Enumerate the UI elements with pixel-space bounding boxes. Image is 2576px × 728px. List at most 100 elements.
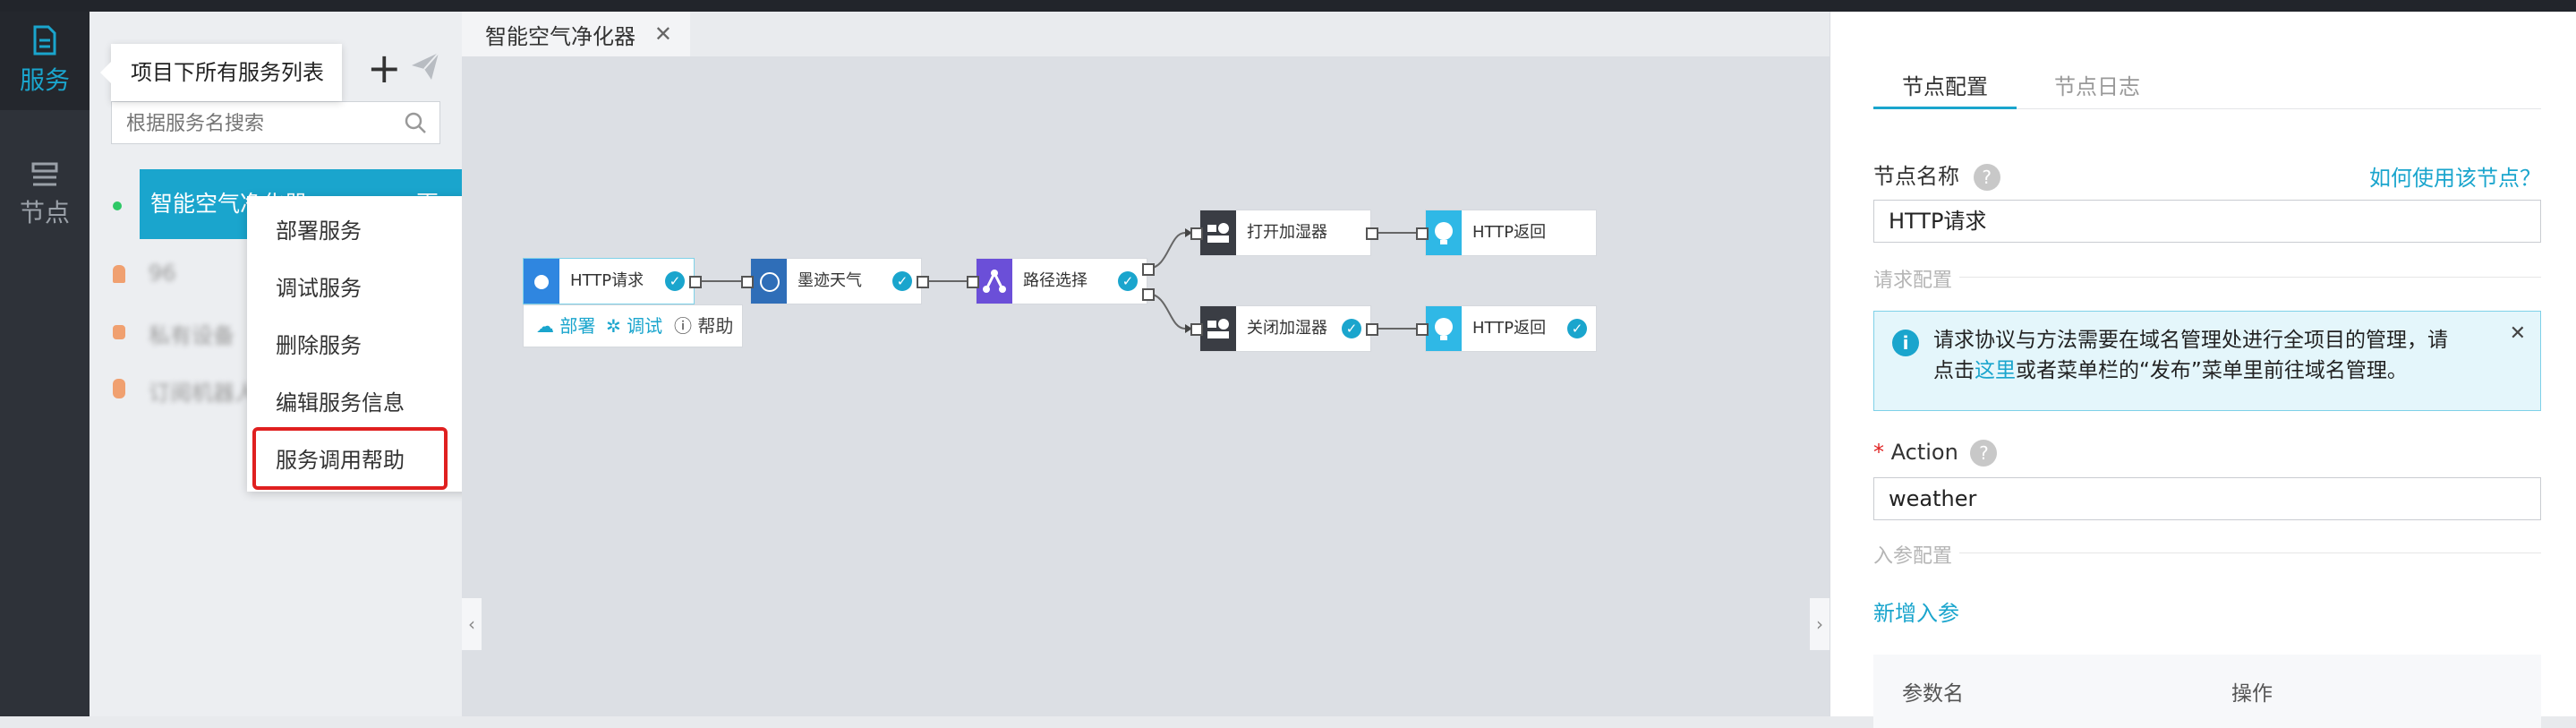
left-rail: 服务 节点 — [0, 12, 90, 716]
send-icon[interactable] — [410, 51, 440, 81]
add-param-link[interactable]: 新增入参 — [1873, 601, 1959, 626]
how-to-use-link[interactable]: 如何使用该节点？ — [2369, 166, 2541, 191]
rail-label-nodes: 节点 — [19, 198, 70, 227]
node-name-input[interactable]: HTTP请求 — [1873, 200, 2541, 243]
node-weather[interactable]: 墨迹天气 ✓ — [750, 258, 922, 304]
request-config-label: 请求配置 — [1873, 270, 1953, 292]
service-search-input[interactable] — [124, 107, 397, 140]
output-port[interactable] — [1366, 227, 1378, 240]
tab-node-config-label: 节点配置 — [1902, 74, 1988, 99]
tab-node-log-label: 节点日志 — [2054, 74, 2140, 99]
tab-close-icon[interactable]: ✕ — [653, 21, 672, 47]
output-port[interactable] — [689, 276, 702, 288]
node-route-select[interactable]: 路径选择 ✓ — [976, 258, 1147, 304]
service-list-item[interactable]: 订阅机器人 — [149, 381, 256, 406]
rail-item-nodes[interactable]: 节点 — [0, 146, 90, 244]
service-context-menu: 部署服务 调试服务 删除服务 编辑服务信息 服务调用帮助 — [247, 196, 489, 492]
menu-item-delete[interactable]: 删除服务 — [276, 333, 362, 358]
tooltip-arrow — [100, 62, 111, 83]
add-icon[interactable]: + — [367, 44, 402, 92]
debug-action[interactable]: ✲ 调试 — [606, 315, 663, 337]
input-port[interactable] — [1416, 323, 1429, 336]
output-port[interactable] — [1366, 323, 1378, 336]
collapse-right-handle[interactable]: › — [1810, 598, 1830, 650]
flow-canvas: 智能空气净化器 ✕ HTTP请求 ✓ ☁ 部署 ✲ 调试 ⓘ 帮助 — [462, 12, 1830, 716]
column-param-name: 参数名 — [1902, 682, 1964, 706]
action-label-row: * Action ? — [1873, 440, 1998, 467]
node-label: HTTP返回 — [1472, 319, 1547, 338]
tab-title: 智能空气净化器 — [485, 23, 635, 49]
menu-item-edit-info[interactable]: 编辑服务信息 — [276, 390, 405, 415]
top-bar — [0, 0, 2576, 12]
info-text-b: 或者菜单栏的“发布”菜单里前往域名管理。 — [2016, 359, 2408, 382]
node-label: HTTP请求 — [570, 271, 644, 290]
check-icon: ✓ — [1342, 319, 1361, 338]
tab-node-config[interactable]: 节点配置 — [1873, 69, 2017, 108]
service-icon — [113, 325, 125, 339]
menu-item-deploy[interactable]: 部署服务 — [276, 218, 362, 244]
device-icon — [1200, 306, 1236, 351]
tab-strip: 智能空气净化器 ✕ — [462, 12, 1830, 56]
node-action-bar: ☁ 部署 ✲ 调试 ⓘ 帮助 — [523, 304, 743, 347]
document-icon — [33, 25, 56, 56]
service-list-tooltip: 项目下所有服务列表 — [111, 44, 342, 101]
service-panel: + 项目下所有服务列表 智能空气净化器 更 96 私有设备 订阅机器人 部署服务… — [90, 12, 489, 716]
service-search-box[interactable] — [111, 101, 440, 144]
info-icon: i — [1892, 330, 1919, 356]
input-port[interactable] — [1190, 227, 1203, 240]
output-port[interactable] — [1142, 288, 1155, 301]
required-asterisk: * — [1873, 440, 1884, 465]
check-icon: ✓ — [892, 271, 912, 291]
input-port[interactable] — [1190, 323, 1203, 336]
output-port[interactable] — [1142, 263, 1155, 276]
node-http-return-2[interactable]: HTTP返回 ✓ — [1425, 305, 1597, 352]
input-port[interactable] — [967, 276, 979, 288]
service-list-item[interactable]: 私有设备 — [149, 323, 235, 348]
http-request-icon — [524, 259, 559, 304]
route-icon — [977, 259, 1012, 304]
close-icon[interactable]: ✕ — [2509, 322, 2526, 345]
info-line-2: 点击这里或者菜单栏的“发布”菜单里前往域名管理。 — [1933, 356, 2408, 385]
deploy-action[interactable]: ☁ 部署 — [536, 315, 596, 337]
input-port[interactable] — [1416, 227, 1429, 240]
check-icon: ✓ — [1567, 319, 1587, 338]
section-divider — [1959, 277, 2541, 278]
help-action[interactable]: ⓘ 帮助 — [674, 315, 734, 337]
input-port[interactable] — [741, 276, 754, 288]
param-config-label: 入参配置 — [1873, 545, 1953, 568]
node-close-humidifier[interactable]: 关闭加湿器 ✓ — [1199, 305, 1371, 352]
node-open-humidifier[interactable]: 打开加湿器 — [1199, 210, 1371, 256]
menu-item-call-help[interactable]: 服务调用帮助 — [276, 448, 405, 473]
info-here-link[interactable]: 这里 — [1975, 359, 2016, 382]
rail-label-services: 服务 — [19, 65, 70, 95]
action-input[interactable]: weather — [1873, 477, 2541, 520]
tab-smart-air-purifier[interactable]: 智能空气净化器 ✕ — [462, 12, 690, 56]
help-question-icon[interactable]: ? — [1970, 440, 1998, 467]
output-port[interactable] — [917, 276, 929, 288]
service-icon — [113, 379, 125, 398]
active-tab-indicator — [1873, 107, 2017, 109]
info-line-1: 请求协议与方法需要在域名管理处进行全项目的管理，请 — [1933, 329, 2448, 352]
device-icon — [1200, 210, 1236, 255]
search-icon[interactable] — [404, 111, 427, 134]
rail-item-services[interactable]: 服务 — [0, 12, 90, 110]
node-http-request[interactable]: HTTP请求 ✓ — [523, 258, 695, 304]
check-icon: ✓ — [1118, 271, 1138, 291]
tab-node-log[interactable]: 节点日志 — [2034, 69, 2160, 108]
service-icon — [113, 265, 125, 283]
action-label: Action — [1890, 440, 1958, 465]
node-http-return-1[interactable]: HTTP返回 — [1425, 210, 1597, 256]
node-config-panel: 节点配置 节点日志 节点名称 ? 如何使用该节点？ HTTP请求 请求配置 i … — [1830, 12, 2576, 728]
help-question-icon[interactable]: ? — [1973, 164, 2000, 191]
check-icon: ✓ — [665, 271, 685, 291]
node-name-label-row: 节点名称 ? — [1873, 158, 2000, 191]
menu-item-debug[interactable]: 调试服务 — [276, 276, 362, 301]
column-action: 操作 — [2231, 682, 2273, 706]
node-label: 打开加湿器 — [1247, 223, 1327, 242]
status-dot — [113, 201, 122, 210]
info-text-a: 点击 — [1933, 359, 1975, 382]
node-label: HTTP返回 — [1472, 223, 1547, 242]
node-label: 墨迹天气 — [798, 271, 862, 290]
collapse-left-handle[interactable]: ‹ — [462, 598, 482, 650]
service-list-item[interactable]: 96 — [149, 261, 176, 286]
